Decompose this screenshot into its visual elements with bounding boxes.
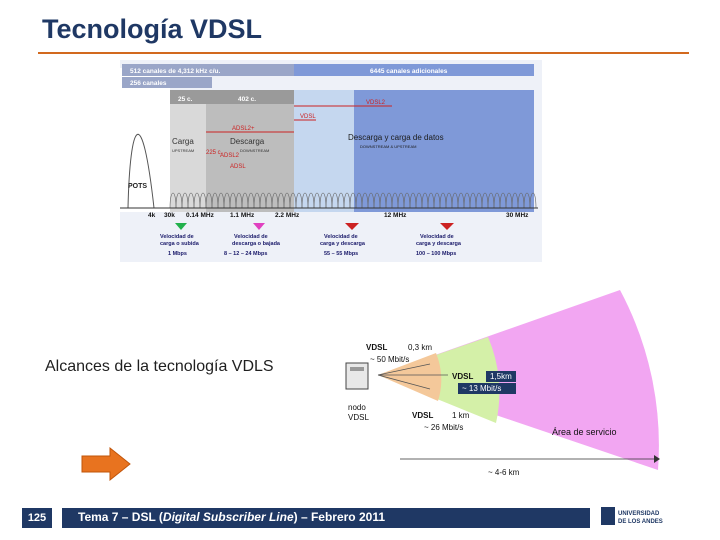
freq-tick-014: 0.14 MHz bbox=[186, 212, 215, 219]
band-vdsl2-low bbox=[294, 90, 354, 212]
long-vdsl-speed: ~ 26 Mbit/s bbox=[424, 423, 463, 432]
mid-dist-badge bbox=[486, 371, 516, 382]
band-sub-descarga: DOWNSTREAM bbox=[240, 148, 269, 153]
band-title-carga: Carga bbox=[172, 137, 194, 146]
band-label-vdsl: VDSL bbox=[300, 114, 316, 120]
title-underline bbox=[38, 52, 689, 54]
speed-4-line2: carga y descarga bbox=[416, 241, 462, 247]
mid-vdsl-label: VDSL bbox=[452, 372, 473, 381]
freq-tick-22: 2.2 MHz bbox=[275, 212, 300, 219]
bracket-256 bbox=[122, 77, 212, 88]
band-label-225: 225 c. bbox=[206, 150, 223, 156]
speed-arrow-download bbox=[253, 223, 265, 230]
freq-tick-30k: 30k bbox=[164, 212, 175, 219]
band-downstream bbox=[206, 90, 294, 212]
node-device-icon bbox=[345, 362, 369, 390]
service-area-label: Área de servicio bbox=[552, 427, 617, 437]
channel-hump bbox=[529, 192, 537, 209]
band-sub-datos: DOWNSTREAM & UPSTREAM bbox=[360, 144, 416, 149]
channel-humps bbox=[169, 192, 537, 209]
node-label-2: VDSL bbox=[348, 413, 369, 422]
band-label-adsl: ADSL bbox=[230, 164, 246, 170]
speed-2-line2: descarga o bajada bbox=[232, 241, 281, 247]
footer-suffix: ) – Febrero 2011 bbox=[293, 510, 386, 524]
vdsl-coverage-diagram: nodo VDSL VDSL 0,3 km ~ 50 Mbit/s VDSL 1… bbox=[345, 290, 660, 477]
vdsl-spectrum-figure: 512 canales de 4,312 kHz c/u. 256 canale… bbox=[120, 60, 542, 262]
freq-tick-12: 12 MHz bbox=[384, 212, 407, 219]
speed-arrow-vdsl2 bbox=[440, 223, 454, 230]
segment-label-25: 25 c. bbox=[178, 96, 193, 103]
speed-4-value: 100 – 100 Mbps bbox=[416, 251, 456, 257]
speed-arrow-upload bbox=[175, 223, 187, 230]
footer-prefix: Tema 7 – DSL ( bbox=[78, 510, 163, 524]
freq-tick-30: 30 MHz bbox=[506, 212, 529, 219]
freq-tick-4k: 4k bbox=[148, 212, 156, 219]
reach-caption: Alcances de la tecnología VDLS bbox=[45, 358, 274, 375]
band-title-descarga: Descarga bbox=[230, 137, 265, 146]
speed-3-line2: carga y descarga bbox=[320, 241, 366, 247]
top-label-6445: 6445 canales adicionales bbox=[370, 68, 448, 75]
speed-3-line1: Velocidad de bbox=[324, 234, 358, 240]
segment-402 bbox=[206, 90, 294, 104]
band-data bbox=[354, 90, 534, 212]
bracket-512 bbox=[122, 64, 296, 76]
band-label-vdsl2: VDSL2 bbox=[366, 100, 386, 106]
footer-text: Tema 7 – DSL (Digital Subscriber Line) –… bbox=[78, 510, 385, 524]
mid-vdsl-dist: 1,5km bbox=[490, 372, 512, 381]
speed-arrow-vdsl bbox=[345, 223, 359, 230]
long-vdsl-dist: 1 km bbox=[452, 411, 470, 420]
logo-shield bbox=[601, 507, 615, 525]
fan-line-1 bbox=[377, 363, 431, 376]
speed-4-line1: Velocidad de bbox=[420, 234, 454, 240]
top-label-512: 512 canales de 4,312 kHz c/u. bbox=[130, 68, 221, 75]
footer-bar bbox=[62, 508, 590, 528]
range-label: ~ 4-6 km bbox=[488, 468, 520, 477]
freq-tick-11: 1.1 MHz bbox=[230, 212, 255, 219]
short-vdsl-speed: ~ 50 Mbit/s bbox=[370, 355, 409, 364]
node-device-slot bbox=[350, 367, 364, 371]
page-number: 125 bbox=[22, 508, 52, 528]
segment-25 bbox=[170, 90, 206, 104]
band-title-datos: Descarga y carga de datos bbox=[348, 133, 444, 142]
long-vdsl-label: VDSL bbox=[412, 411, 433, 420]
band-sub-carga: UPSTREAM bbox=[172, 148, 194, 153]
band-label-adsl2: ADSL2 bbox=[220, 153, 240, 159]
short-vdsl-dist: 0,3 km bbox=[408, 343, 432, 352]
university-logo: UNIVERSIDAD DE LOS ANDES bbox=[600, 505, 670, 529]
logo-line-2: DE LOS ANDES bbox=[618, 519, 663, 525]
pots-label: POTS bbox=[128, 183, 147, 190]
top-label-256: 256 canales bbox=[130, 80, 167, 87]
band-label-adsl2plus: ADSL2+ bbox=[232, 126, 255, 132]
speed-2-line1: Velocidad de bbox=[234, 234, 268, 240]
bracket-6445 bbox=[294, 64, 534, 76]
pots-curve bbox=[127, 133, 155, 209]
node-label-1: nodo bbox=[348, 403, 366, 412]
range-arrowhead bbox=[654, 455, 660, 463]
speed-1-value: 1 Mbps bbox=[168, 251, 187, 257]
speed-3-value: 55 – 55 Mbps bbox=[324, 251, 358, 257]
next-arrow-icon[interactable] bbox=[80, 446, 132, 482]
mid-vdsl-speed: ~ 13 Mbit/s bbox=[462, 384, 501, 393]
fan-line-2 bbox=[377, 374, 431, 390]
footer-italic: Digital Subscriber Line bbox=[162, 510, 294, 524]
logo-line-1: UNIVERSIDAD bbox=[618, 511, 660, 517]
mid-speed-badge bbox=[458, 383, 516, 394]
segment-label-402: 402 c. bbox=[238, 96, 256, 103]
short-vdsl-label: VDSL bbox=[366, 343, 387, 352]
speed-2-value: 8 – 12 – 24 Mbps bbox=[224, 251, 267, 257]
speed-1-line2: carga o subida bbox=[160, 241, 200, 247]
speed-1-line1: Velocidad de bbox=[160, 234, 194, 240]
service-area-sector bbox=[378, 290, 659, 470]
slide-title: Tecnología VDSL bbox=[42, 14, 263, 44]
band-pots bbox=[120, 68, 170, 212]
band-upstream bbox=[170, 90, 206, 212]
